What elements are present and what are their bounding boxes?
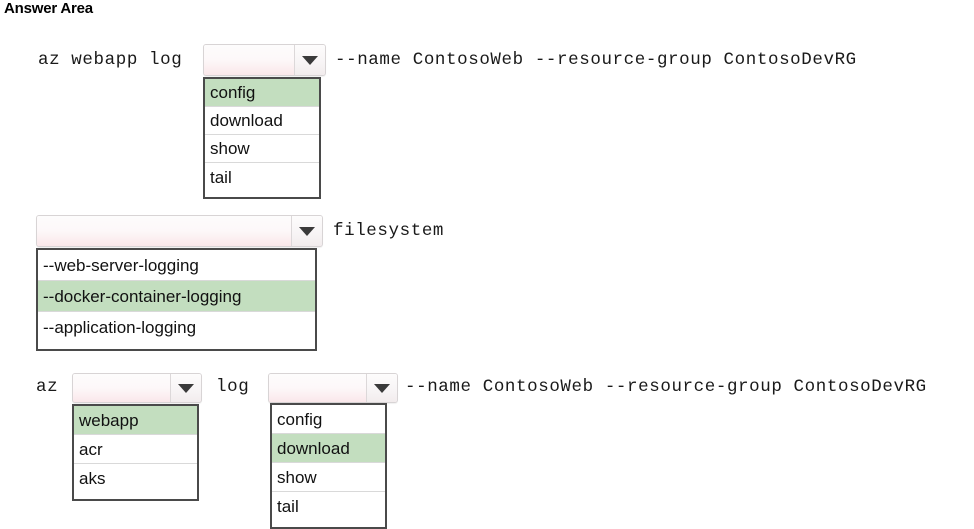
row-3-dropdown-b-field[interactable] (269, 374, 367, 402)
row-1-option-list[interactable]: config download show tail (203, 77, 321, 199)
row-1-option-download[interactable]: download (205, 107, 319, 135)
chevron-down-icon (374, 383, 390, 393)
row-1-dropdown[interactable] (203, 44, 326, 76)
row-3-option-tail[interactable]: tail (272, 492, 385, 521)
row-2-suffix-text: filesystem (333, 221, 445, 241)
row-2-option-web-server-logging[interactable]: --web-server-logging (38, 250, 315, 281)
row-3-prefix-text: az (36, 377, 59, 397)
row-1-dropdown-arrow-button[interactable] (295, 45, 325, 75)
row-2-option-docker-container-logging[interactable]: --docker-container-logging (38, 281, 315, 312)
row-1-suffix-text: --name ContosoWeb --resource-group Conto… (335, 50, 857, 70)
row-1-option-config[interactable]: config (205, 79, 319, 107)
row-1-prefix-text: az webapp log (38, 50, 183, 70)
row-3-option-aks[interactable]: aks (74, 464, 197, 493)
row-3-option-download[interactable]: download (272, 434, 385, 463)
row-2-option-list[interactable]: --web-server-logging --docker-container-… (36, 248, 317, 351)
row-3-option-list-b[interactable]: config download show tail (270, 403, 387, 529)
chevron-down-icon (178, 383, 194, 393)
row-1-option-tail[interactable]: tail (205, 163, 319, 191)
row-3-option-config[interactable]: config (272, 405, 385, 434)
row-3-dropdown-a[interactable] (72, 373, 202, 403)
page-title: Answer Area (4, 0, 93, 17)
row-2-dropdown[interactable] (36, 215, 323, 247)
row-2-dropdown-arrow-button[interactable] (292, 216, 322, 246)
row-3-middle-text: log (216, 377, 250, 397)
chevron-down-icon (299, 226, 315, 236)
row-3-dropdown-b-arrow-button[interactable] (367, 374, 397, 402)
row-3-suffix-text: --name ContosoWeb --resource-group Conto… (405, 377, 927, 397)
row-2-option-application-logging[interactable]: --application-logging (38, 312, 315, 343)
row-1-option-show[interactable]: show (205, 135, 319, 163)
row-3-option-show[interactable]: show (272, 463, 385, 492)
row-1-dropdown-field[interactable] (204, 45, 295, 75)
row-3-option-webapp[interactable]: webapp (74, 406, 197, 435)
row-3-dropdown-a-arrow-button[interactable] (171, 374, 201, 402)
row-3-option-acr[interactable]: acr (74, 435, 197, 464)
row-3-dropdown-a-field[interactable] (73, 374, 171, 402)
row-2-dropdown-field[interactable] (37, 216, 292, 246)
row-3-dropdown-b[interactable] (268, 373, 398, 403)
chevron-down-icon (302, 55, 318, 65)
row-3-option-list-a[interactable]: webapp acr aks (72, 404, 199, 501)
